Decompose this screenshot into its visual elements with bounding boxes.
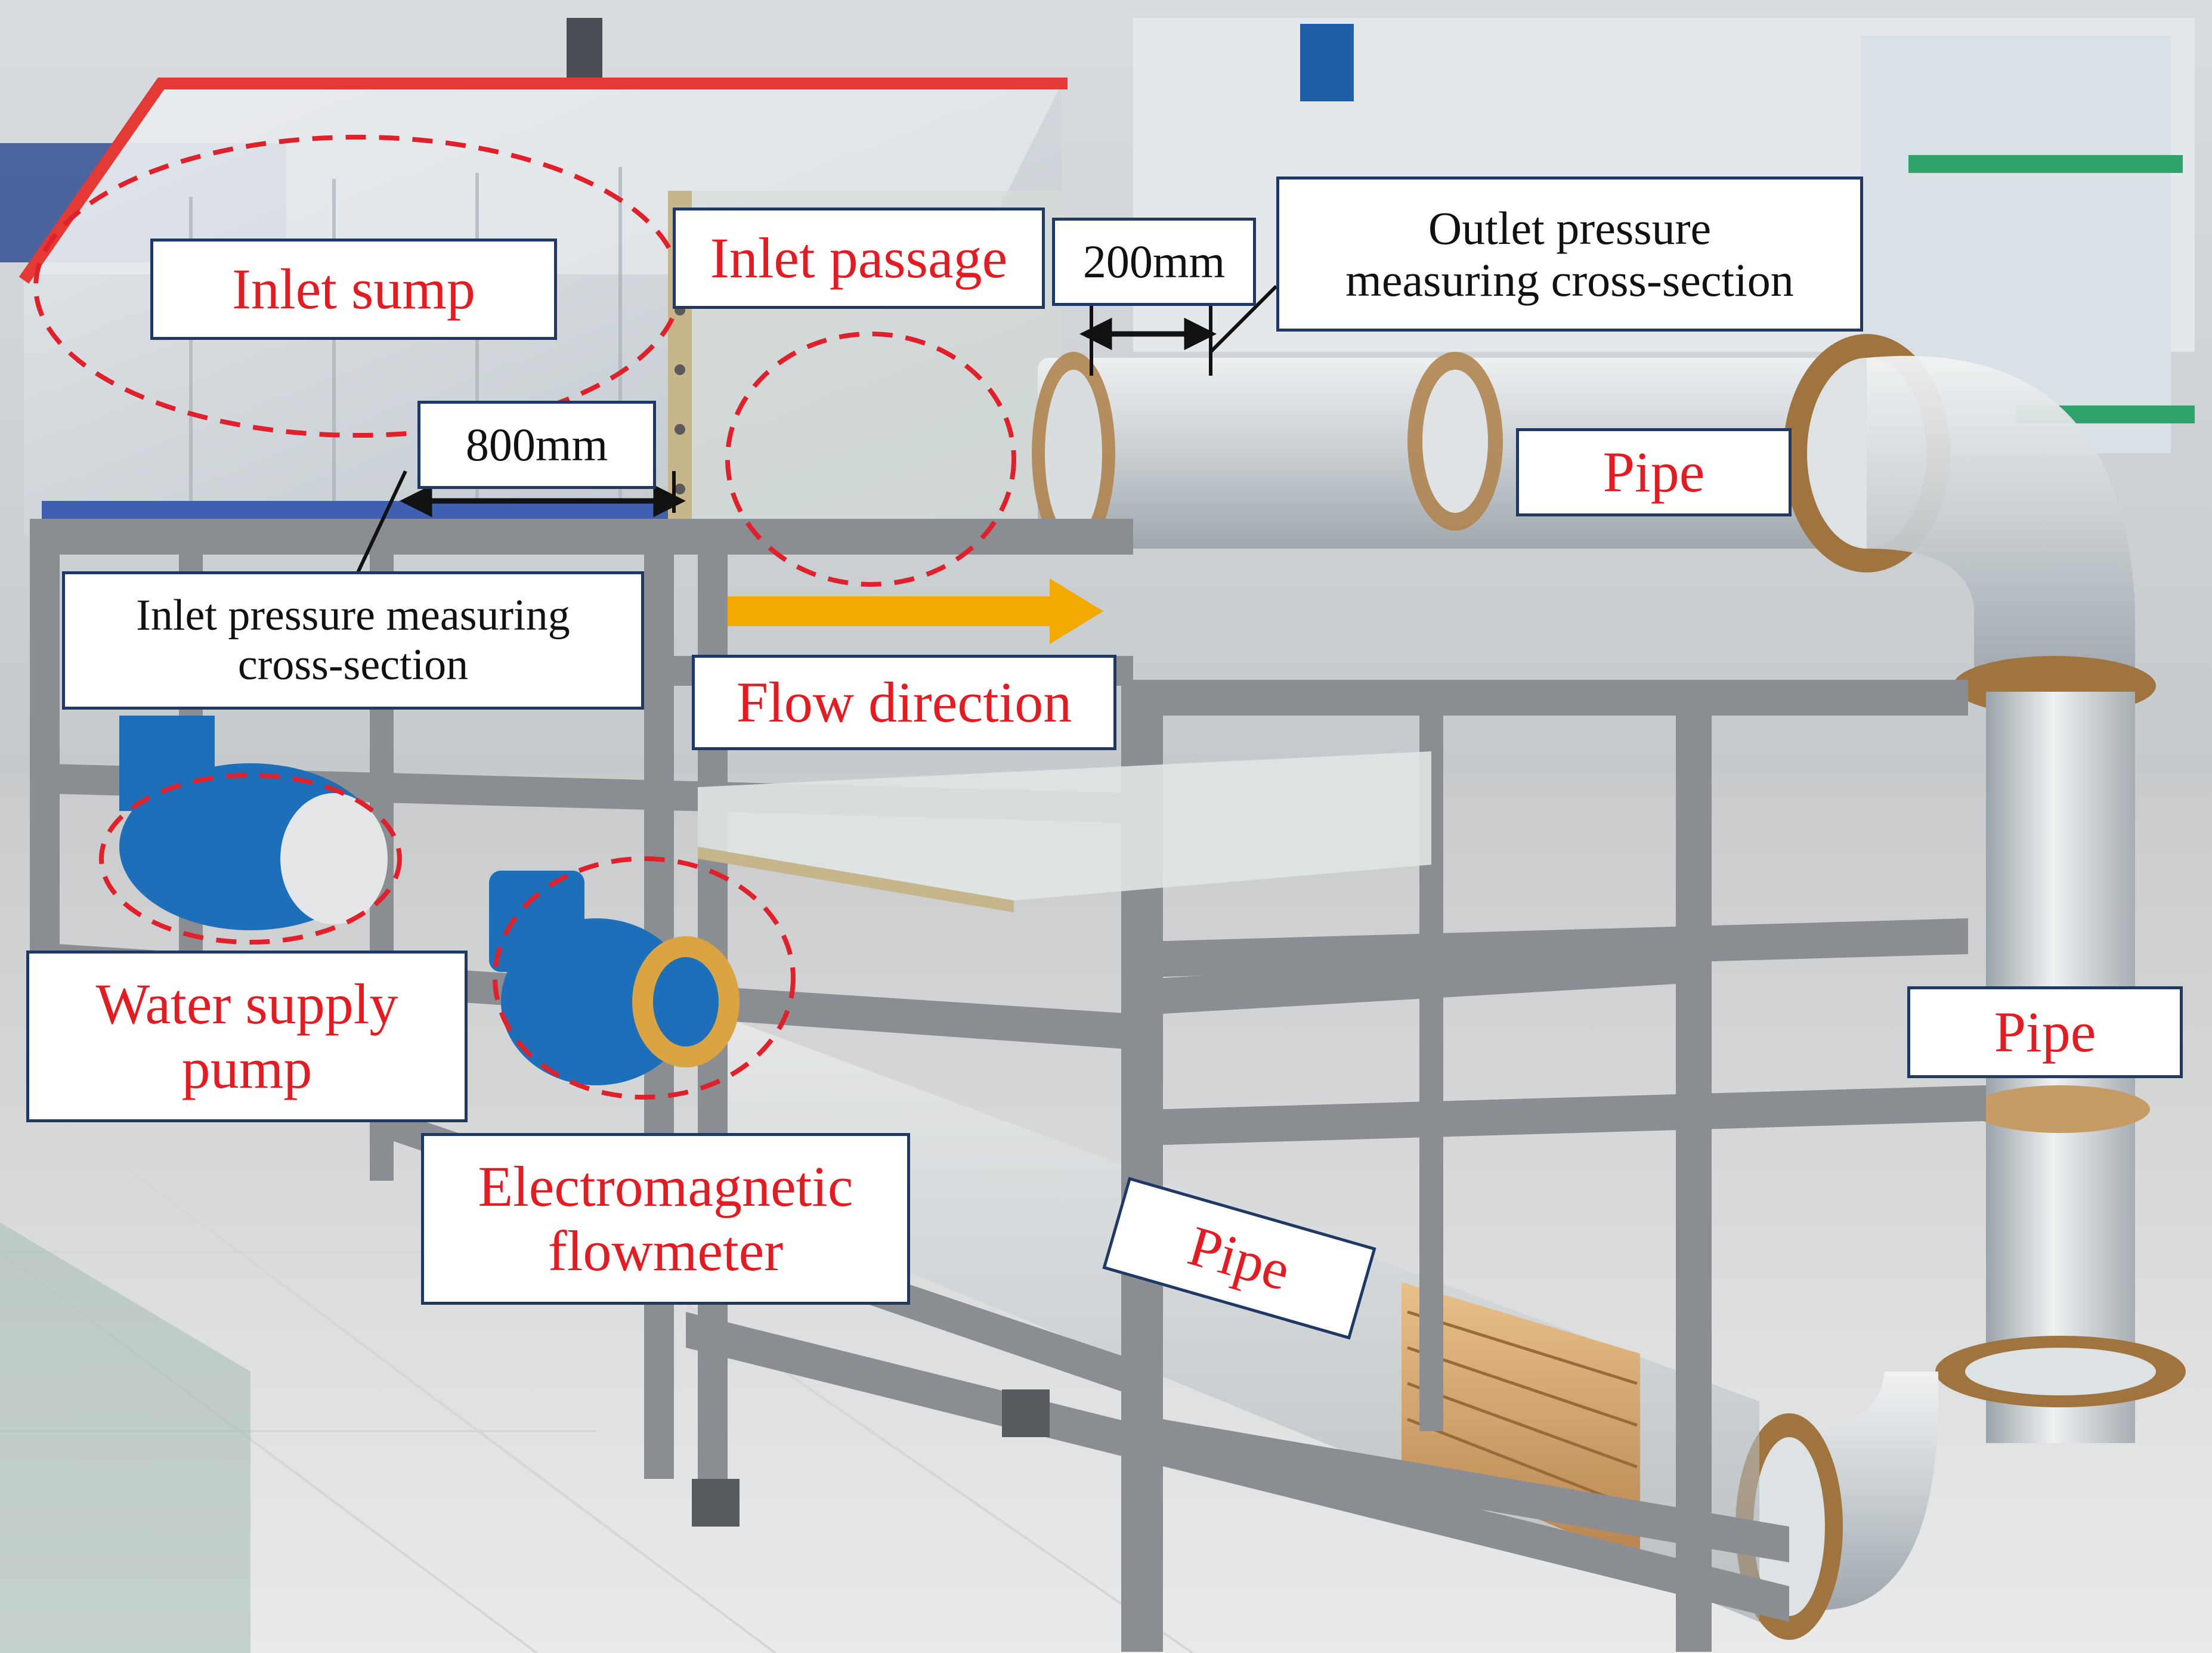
label-800mm: 800mm: [417, 401, 656, 489]
label-pipe-right-text: Pipe: [1994, 1000, 2096, 1064]
label-inlet-pressure-line2: cross-section: [237, 640, 469, 689]
label-flowmeter-line2: flowmeter: [547, 1219, 784, 1283]
label-flowmeter-line1: Electromagnetic: [478, 1154, 853, 1219]
label-outlet-pressure-line2: measuring cross-section: [1345, 254, 1794, 306]
label-pipe-top-text: Pipe: [1602, 440, 1705, 504]
label-flow-direction: Flow direction: [692, 655, 1116, 750]
label-inlet-passage-text: Inlet passage: [710, 226, 1008, 290]
label-200mm-text: 200mm: [1082, 236, 1226, 288]
label-pipe-right: Pipe: [1907, 986, 2183, 1078]
label-water-pump-line1: Water supply: [95, 972, 398, 1036]
label-water-pump-line2: pump: [181, 1036, 313, 1100]
label-pipe-bottom-text: Pipe: [1181, 1213, 1297, 1303]
label-flow-direction-text: Flow direction: [736, 670, 1072, 735]
label-pipe-top: Pipe: [1516, 428, 1792, 516]
label-inlet-sump-text: Inlet sump: [232, 257, 475, 321]
label-800mm-text: 800mm: [465, 419, 608, 471]
label-inlet-pressure-section: Inlet pressure measuring cross-section: [62, 571, 644, 710]
label-inlet-pressure-line1: Inlet pressure measuring: [136, 591, 570, 640]
label-inlet-sump: Inlet sump: [150, 239, 557, 340]
label-water-supply-pump: Water supply pump: [26, 951, 468, 1122]
label-electromagnetic-flowmeter: Electromagnetic flowmeter: [421, 1133, 910, 1305]
label-outlet-pressure-line1: Outlet pressure: [1428, 202, 1712, 254]
label-200mm: 200mm: [1052, 218, 1256, 306]
label-outlet-pressure-section: Outlet pressure measuring cross-section: [1276, 177, 1863, 332]
label-inlet-passage: Inlet passage: [673, 208, 1045, 309]
